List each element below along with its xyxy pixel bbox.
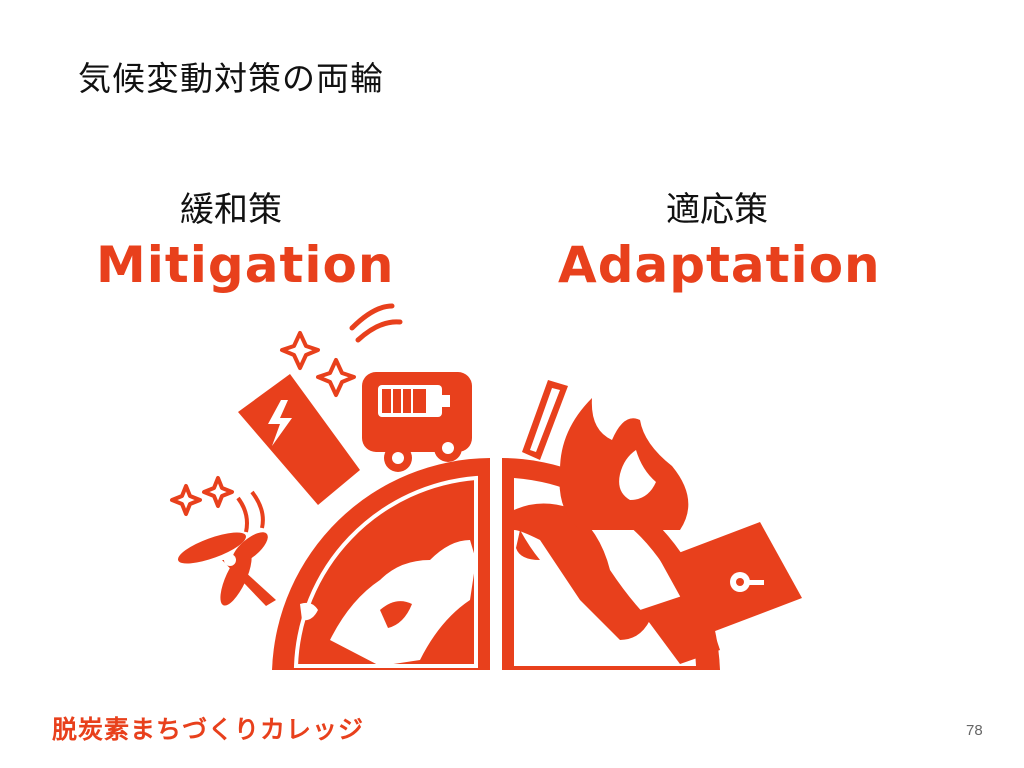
thermometer-icon: [522, 380, 568, 460]
mitigation-label-jp: 緩和策: [180, 190, 282, 230]
fire-icon: [559, 398, 689, 530]
water-gate-icon: [640, 522, 802, 664]
adaptation-label-jp: 適応策: [666, 190, 768, 230]
page-number: 78: [966, 722, 983, 739]
mitigation-label-en: Mitigation: [96, 236, 395, 294]
power-plant-icon: [238, 374, 360, 505]
sparkle-icon: [170, 331, 356, 533]
adaptation-label-en: Adaptation: [558, 236, 881, 294]
electric-car-icon: [349, 303, 472, 472]
earth-icon: [272, 458, 490, 670]
wind-turbine-icon: [177, 532, 276, 606]
slide-title: 気候変動対策の両輪: [78, 59, 384, 98]
footer-logo: 脱炭素まちづくりカレッジ: [52, 715, 365, 744]
